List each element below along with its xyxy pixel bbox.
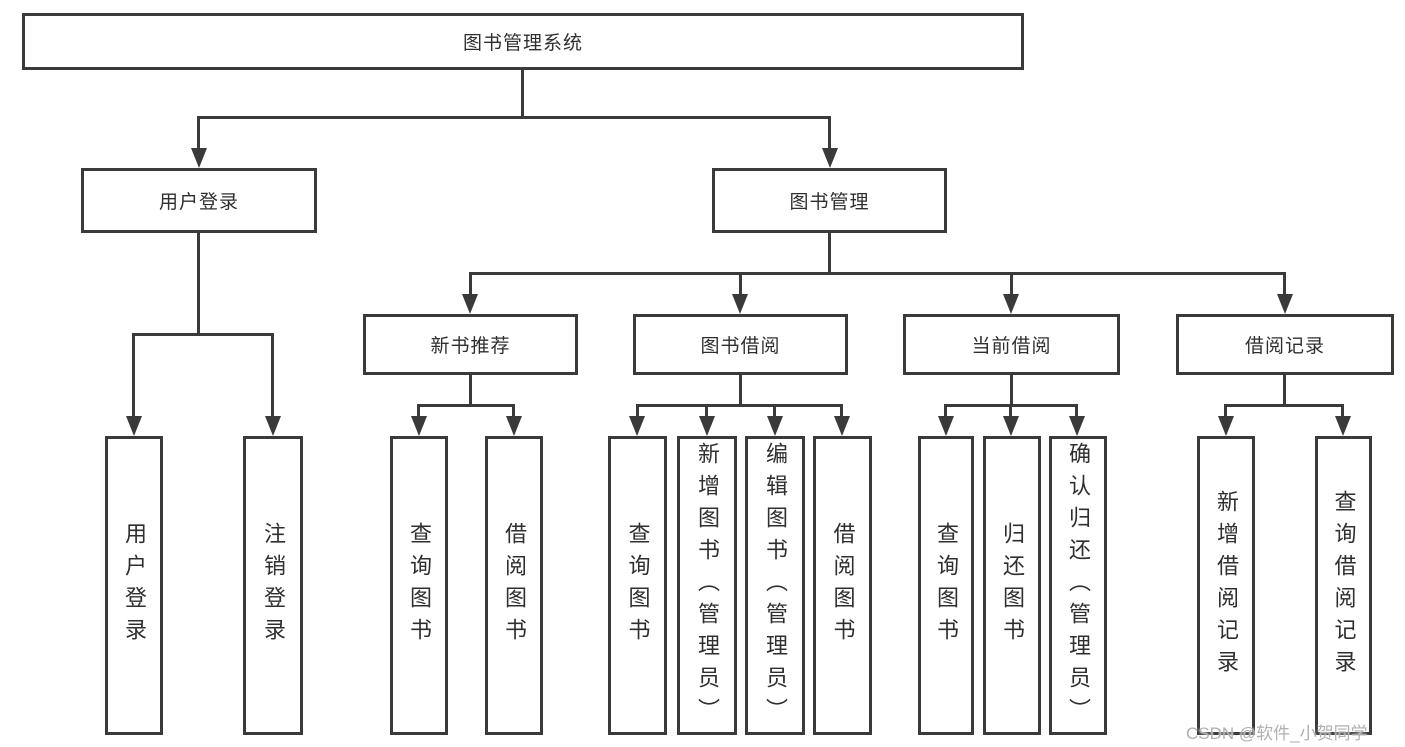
node-leaf-br-query-record: 查询借阅记录	[1315, 436, 1372, 735]
edge-line-h	[197, 116, 831, 119]
edge-line-v	[512, 404, 515, 417]
arrowhead-icon	[1003, 416, 1019, 436]
edge-line-v	[1283, 375, 1286, 407]
node-leaf-bb-add-book: 新增图书（管理员）	[677, 436, 737, 735]
edge-line-v	[944, 404, 947, 417]
node-leaf-bb-query-book: 查询图书	[608, 436, 667, 735]
node-book-mgmt: 图书管理	[712, 168, 947, 233]
edge-line-h	[636, 404, 843, 407]
node-root: 图书管理系统	[22, 13, 1024, 70]
edge-line-v	[1010, 375, 1013, 407]
edge-line-v	[773, 404, 776, 417]
edge-line-v	[469, 272, 472, 296]
csdn-watermark: CSDN @软件_小贺同学	[1186, 724, 1368, 743]
edge-line-h	[1224, 404, 1344, 407]
edge-line-v	[1010, 272, 1013, 296]
node-leaf-cb-return-book: 归还图书	[983, 436, 1041, 735]
arrowhead-icon	[265, 416, 281, 436]
edge-line-v	[705, 404, 708, 417]
node-leaf-nbr-borrow-book-label: 借阅图书	[502, 521, 527, 650]
arrowhead-icon	[834, 416, 850, 436]
edge-line-v	[828, 233, 831, 275]
node-leaf-nbr-borrow-book: 借阅图书	[485, 436, 543, 735]
node-leaf-cb-query-book: 查询图书	[918, 436, 974, 735]
node-root-label: 图书管理系统	[462, 33, 583, 54]
node-leaf-cb-return-book-label: 归还图书	[1000, 521, 1025, 650]
arrowhead-icon	[1218, 416, 1234, 436]
node-leaf-logout-label: 注销登录	[261, 521, 286, 650]
node-leaf-logout: 注销登录	[243, 436, 303, 735]
node-leaf-user-login: 用户登录	[105, 436, 163, 735]
node-leaf-br-add-record-label: 新增借阅记录	[1214, 489, 1239, 682]
edge-line-v	[1009, 404, 1012, 417]
edge-line-v	[828, 116, 831, 149]
node-leaf-bb-edit-book: 编辑图书（管理员）	[745, 436, 805, 735]
arrowhead-icon	[699, 416, 715, 436]
node-leaf-user-login-label: 用户登录	[122, 521, 147, 650]
arrowhead-icon	[732, 294, 748, 314]
node-book-borrow-label: 图书借阅	[700, 336, 781, 357]
node-leaf-bb-borrow-book-label: 借阅图书	[830, 521, 856, 650]
arrowhead-icon	[1335, 416, 1351, 436]
node-leaf-bb-borrow-book: 借阅图书	[813, 436, 872, 735]
arrowhead-icon	[411, 416, 427, 436]
arrowhead-icon	[938, 416, 954, 436]
node-book-borrow: 图书借阅	[633, 314, 848, 375]
node-leaf-br-add-record: 新增借阅记录	[1197, 436, 1255, 735]
node-current-borrow: 当前借阅	[903, 314, 1120, 375]
node-leaf-cb-confirm-return-label: 确认归还（管理员）	[1066, 441, 1091, 730]
edge-line-v	[197, 116, 200, 149]
node-current-borrow-label: 当前借阅	[971, 336, 1052, 357]
edge-line-v	[739, 375, 742, 407]
node-leaf-br-query-record-label: 查询借阅记录	[1331, 489, 1357, 682]
arrowhead-icon	[191, 148, 207, 168]
arrowhead-icon	[1003, 294, 1019, 314]
node-leaf-cb-query-book-label: 查询图书	[934, 521, 959, 650]
edge-line-h	[417, 404, 515, 407]
edge-line-v	[469, 375, 472, 407]
edge-line-v	[1341, 404, 1344, 417]
arrowhead-icon	[629, 416, 645, 436]
edge-line-h	[469, 272, 1286, 275]
arrowhead-icon	[1069, 416, 1085, 436]
edge-line-v	[1224, 404, 1227, 417]
arrowhead-icon	[462, 294, 478, 314]
arrowhead-icon	[506, 416, 522, 436]
arrowhead-icon	[126, 416, 142, 436]
node-leaf-nbr-query-book-label: 查询图书	[407, 521, 432, 650]
edge-line-h	[132, 333, 274, 336]
node-borrow-records: 借阅记录	[1176, 314, 1394, 375]
arrowhead-icon	[1277, 294, 1293, 314]
node-leaf-bb-add-book-label: 新增图书（管理员）	[695, 441, 720, 730]
edge-line-v	[840, 404, 843, 417]
node-borrow-records-label: 借阅记录	[1244, 336, 1325, 357]
edge-line-v	[739, 272, 742, 296]
edge-line-v	[197, 233, 200, 336]
edge-line-v	[1283, 272, 1286, 296]
node-new-book-rec: 新书推荐	[363, 314, 578, 375]
arrowhead-icon	[822, 148, 838, 168]
node-leaf-nbr-query-book: 查询图书	[390, 436, 448, 735]
arrowhead-icon	[767, 416, 783, 436]
edge-line-v	[271, 333, 274, 416]
node-book-mgmt-label: 图书管理	[789, 192, 870, 213]
edge-line-v	[132, 333, 135, 416]
node-leaf-bb-query-book-label: 查询图书	[625, 521, 651, 650]
node-user-login: 用户登录	[81, 168, 317, 233]
edge-line-v	[1075, 404, 1078, 417]
node-new-book-rec-label: 新书推荐	[430, 336, 511, 357]
node-leaf-bb-edit-book-label: 编辑图书（管理员）	[763, 441, 788, 730]
edge-line-v	[636, 404, 639, 417]
node-leaf-cb-confirm-return: 确认归还（管理员）	[1049, 436, 1107, 735]
edge-line-v	[521, 70, 524, 117]
edge-line-v	[417, 404, 420, 417]
node-user-login-label: 用户登录	[158, 192, 239, 213]
